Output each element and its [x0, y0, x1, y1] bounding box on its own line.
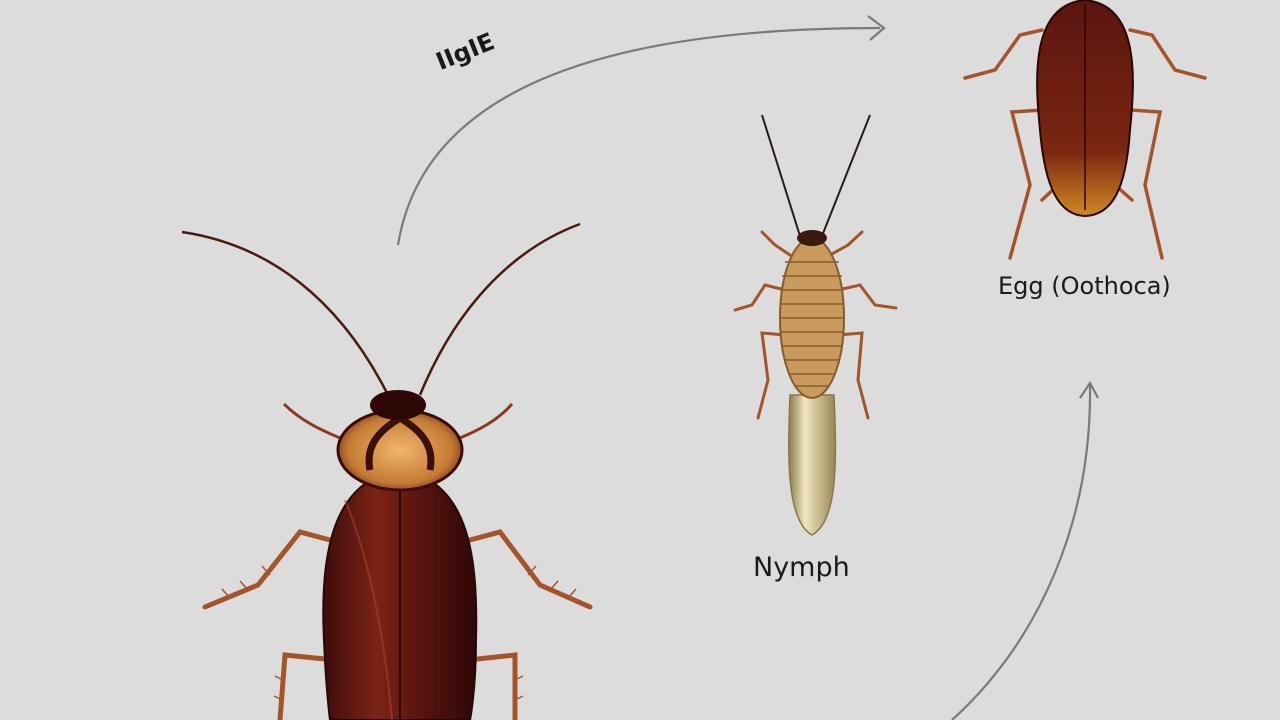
lifecycle-arrow-top — [396, 26, 881, 246]
nymph-icon — [733, 114, 898, 536]
egg-stage-label: Egg (Oothoca) — [998, 272, 1171, 300]
small-cockroach-icon — [963, 0, 1207, 260]
arrowhead-top — [867, 15, 886, 41]
nymph-stage-label: Nymph — [753, 552, 850, 583]
arrowhead-bottom — [1079, 380, 1099, 399]
adult-cockroach-icon — [181, 222, 593, 720]
lifecycle-arrow-bottom — [951, 384, 1092, 720]
